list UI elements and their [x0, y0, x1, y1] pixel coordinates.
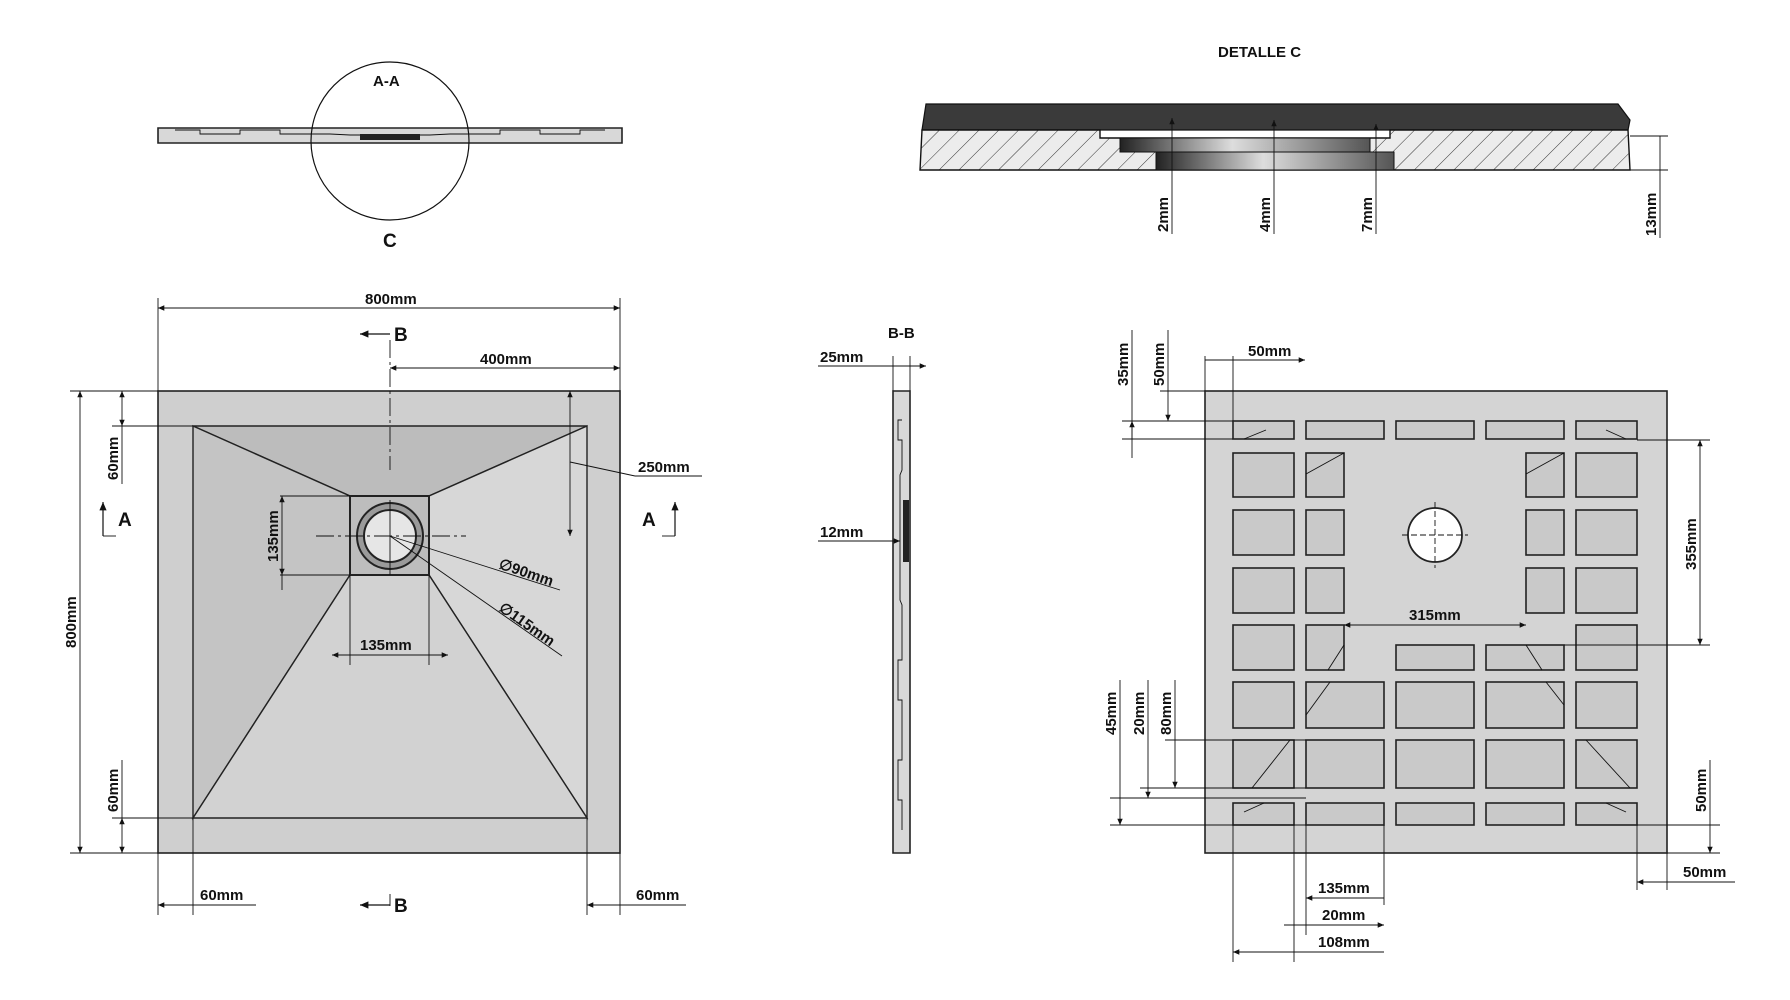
- base-dim-80: 80mm: [1158, 692, 1175, 735]
- cut-a-left: A: [118, 510, 132, 531]
- base-grid: [1232, 452, 1638, 789]
- dim-margin-bottom-60: 60mm: [105, 769, 122, 812]
- dim-drain-135-h: 135mm: [360, 637, 412, 654]
- bottom-view: 50mm 35mm 50mm 355mm 315mm 45mm 20mm 80m…: [1103, 330, 1735, 962]
- dim-drain-135-v: 135mm: [265, 510, 282, 562]
- base-dim-35: 35mm: [1115, 343, 1132, 386]
- detail-c-drain-body: [1155, 151, 1395, 171]
- dim-margin-top-60: 60mm: [105, 437, 122, 480]
- base-dim-50-top: 50mm: [1248, 343, 1291, 360]
- base-slot: [1232, 802, 1295, 826]
- base-dim-20: 20mm: [1322, 907, 1365, 924]
- dim-width-800: 800mm: [365, 291, 417, 308]
- detail-c-view: DETALLE C 2mm 4mm 7mm 13mm: [919, 44, 1668, 238]
- detail-c-top-surface: [921, 103, 1631, 131]
- base-dim-108: 108mm: [1318, 934, 1370, 951]
- base-dim-20-v: 20mm: [1131, 692, 1148, 735]
- detail-c-dim-4mm: 4mm: [1257, 197, 1274, 232]
- detail-c-circle: [310, 61, 470, 221]
- base-dim-50-v: 50mm: [1151, 343, 1168, 386]
- cut-b-top: B: [394, 325, 408, 346]
- section-bb-label: B-B: [888, 325, 915, 342]
- detail-c-title: DETALLE C: [1218, 44, 1301, 61]
- dim-margin-left-60: 60mm: [200, 887, 243, 904]
- base-slot: [1575, 802, 1638, 826]
- detail-c-marker: C: [383, 231, 397, 252]
- base-dim-355: 355mm: [1683, 518, 1700, 570]
- section-aa-view: A-A C: [157, 61, 623, 252]
- dim-half-400: 400mm: [480, 351, 532, 368]
- detail-c-dim-7mm: 7mm: [1359, 197, 1376, 232]
- base-slot: [1305, 420, 1385, 440]
- dim-margin-right-60: 60mm: [636, 887, 679, 904]
- detail-c-dim-13mm: 13mm: [1643, 193, 1660, 236]
- base-slot: [1305, 802, 1385, 826]
- base-dim-315: 315mm: [1409, 607, 1461, 624]
- base-slot: [1395, 802, 1475, 826]
- section-bb-dim-25: 25mm: [820, 349, 863, 366]
- dim-slope-250: 250mm: [638, 459, 690, 476]
- section-aa-label: A-A: [373, 73, 400, 90]
- base-dim-135: 135mm: [1318, 880, 1370, 897]
- base-slot: [1232, 420, 1295, 440]
- section-aa-drain: [360, 134, 420, 140]
- section-bb-view: B-B 25mm 12mm: [818, 325, 926, 854]
- detail-c-drain-flange: [1119, 137, 1371, 153]
- section-bb-inner-profile: [897, 419, 903, 830]
- base-dim-50-corner: 50mm: [1683, 864, 1726, 881]
- base-slot: [1395, 420, 1475, 440]
- base-dim-45: 45mm: [1103, 692, 1120, 735]
- detail-c-dim-2mm: 2mm: [1155, 197, 1172, 232]
- cut-a-right: A: [642, 510, 656, 531]
- dim-height-800: 800mm: [63, 596, 80, 648]
- cut-b-bottom: B: [394, 896, 408, 917]
- section-bb-profile: [892, 390, 911, 854]
- base-dim-50-right: 50mm: [1693, 769, 1710, 812]
- section-bb-drain: [903, 500, 909, 562]
- base-slot: [1485, 802, 1565, 826]
- top-view: 800mm 400mm B B A A 800mm 60mm 60mm: [63, 291, 702, 917]
- section-bb-dim-12: 12mm: [820, 524, 863, 541]
- base-slot: [1485, 420, 1565, 440]
